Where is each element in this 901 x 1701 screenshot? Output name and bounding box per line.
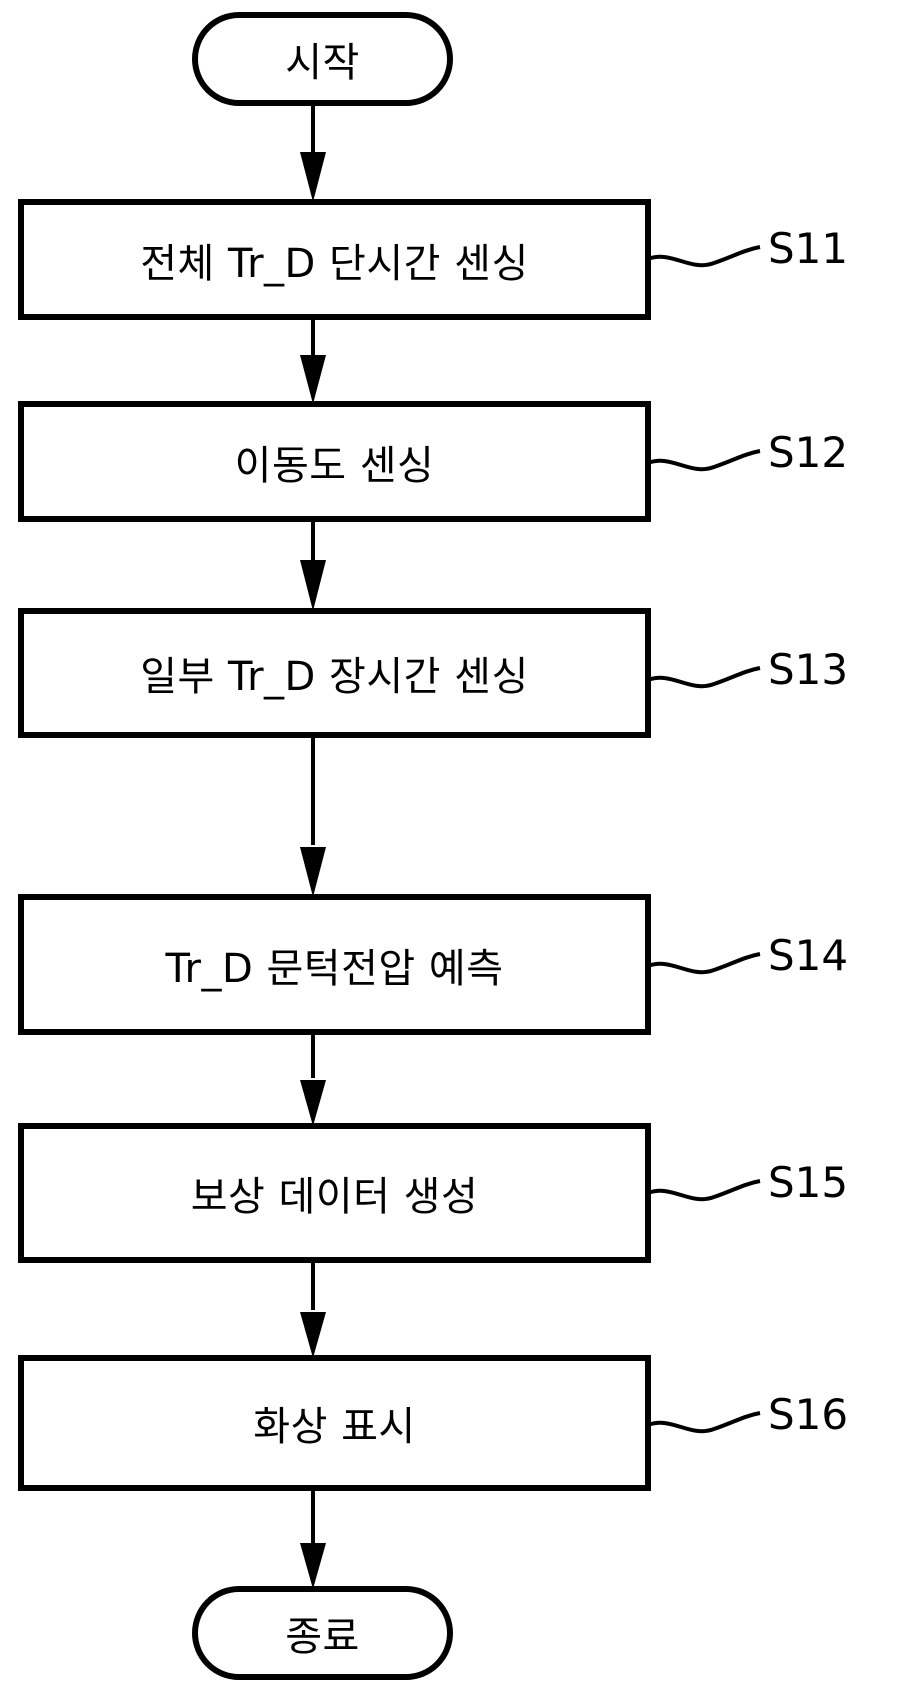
step-ref-s16: S16	[768, 1390, 849, 1439]
step-ref-s15: S15	[768, 1158, 849, 1207]
end-terminator-shape	[192, 1586, 453, 1680]
step-2-label: 이동도 센싱	[234, 442, 435, 489]
step-ref-s14: S14	[768, 931, 849, 980]
leader-line-s12	[647, 449, 761, 472]
step-4-label: Tr_D 문턱전압 예측	[165, 945, 504, 992]
arrow-step4-to-step5	[300, 1032, 326, 1126]
arrow-step3-to-step4	[300, 735, 326, 897]
step-ref-s12: S12	[768, 428, 849, 477]
step-6-label: 화상 표시	[253, 1404, 416, 1450]
step-2-box	[18, 401, 651, 522]
end-terminator-label: 종료	[285, 1614, 360, 1660]
leader-line-s13	[647, 666, 761, 689]
arrow-start-to-step1	[300, 103, 326, 202]
leader-line-s11	[647, 245, 761, 268]
step-3-label: 일부 Tr_D 장시간 센싱	[140, 654, 529, 700]
step-3-box	[18, 608, 651, 738]
step-1-label: 전체 Tr_D 단시간 센싱	[140, 240, 529, 287]
arrow-step5-to-step6	[300, 1260, 326, 1358]
step-ref-s13: S13	[768, 645, 849, 694]
leader-line-s16	[647, 1411, 761, 1434]
arrow-step1-to-step2	[300, 317, 326, 404]
arrow-step2-to-step3	[300, 519, 326, 611]
leader-line-s14	[647, 952, 761, 975]
step-6-box	[18, 1355, 651, 1491]
step-ref-s11: S11	[768, 224, 849, 273]
leader-line-s15	[647, 1179, 761, 1202]
start-terminator-label: 시작	[285, 40, 360, 86]
step-5-label: 보상 데이터 생성	[190, 1174, 479, 1220]
start-terminator-shape	[192, 12, 453, 106]
step-1-box	[18, 199, 651, 320]
arrow-step6-to-end	[300, 1488, 326, 1589]
